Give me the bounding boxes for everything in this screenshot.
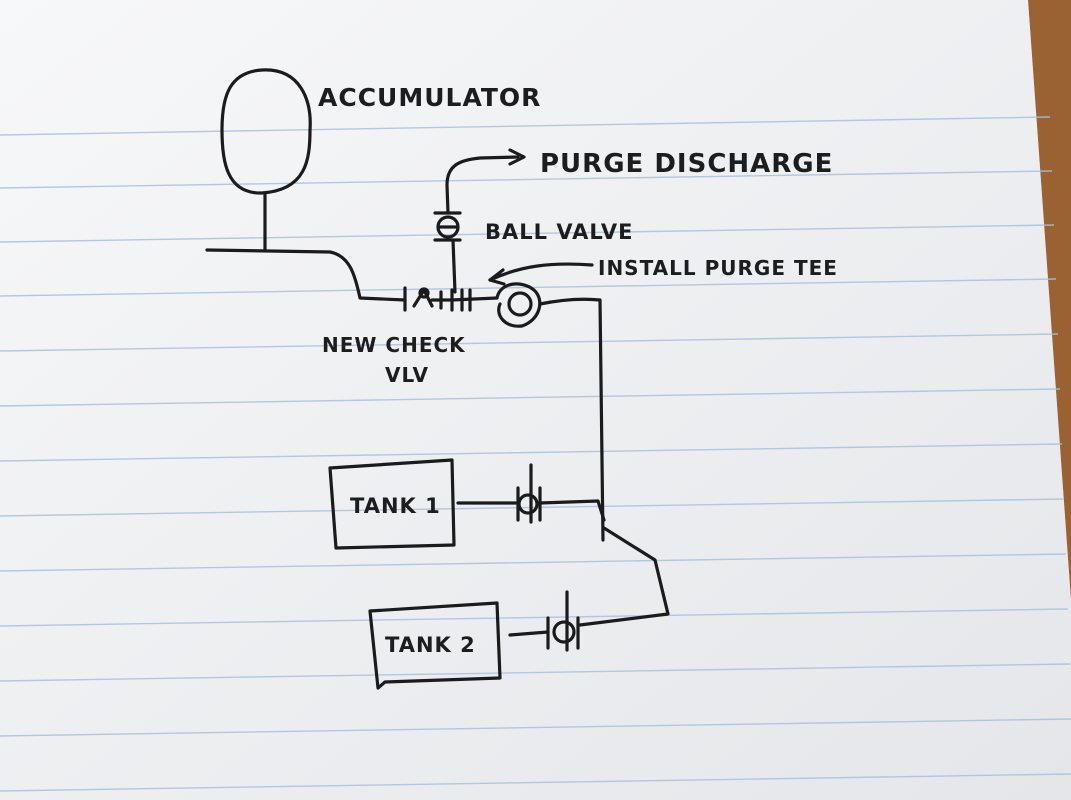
ruled-lines <box>0 116 1071 792</box>
accumulator-tank <box>220 68 312 252</box>
tank1 <box>328 458 606 550</box>
label-tank2: TANK 2 <box>385 633 476 657</box>
tank2 <box>368 590 580 690</box>
label-accumulator: ACCUMULATOR <box>318 83 541 112</box>
tank2-line <box>578 526 670 627</box>
purge-branch <box>433 148 526 294</box>
label-vlv: VLV <box>385 363 429 387</box>
label-purge-discharge: PURGE DISCHARGE <box>540 149 833 179</box>
purge-tee-leader <box>488 262 594 286</box>
label-install-purge-tee: INSTALL PURGE TEE <box>598 256 838 280</box>
label-tank1: TANK 1 <box>350 494 441 518</box>
label-new-check: NEW CHECK <box>322 333 466 357</box>
label-ball-valve: BALL VALVE <box>485 220 634 244</box>
main-pipe <box>205 248 605 542</box>
